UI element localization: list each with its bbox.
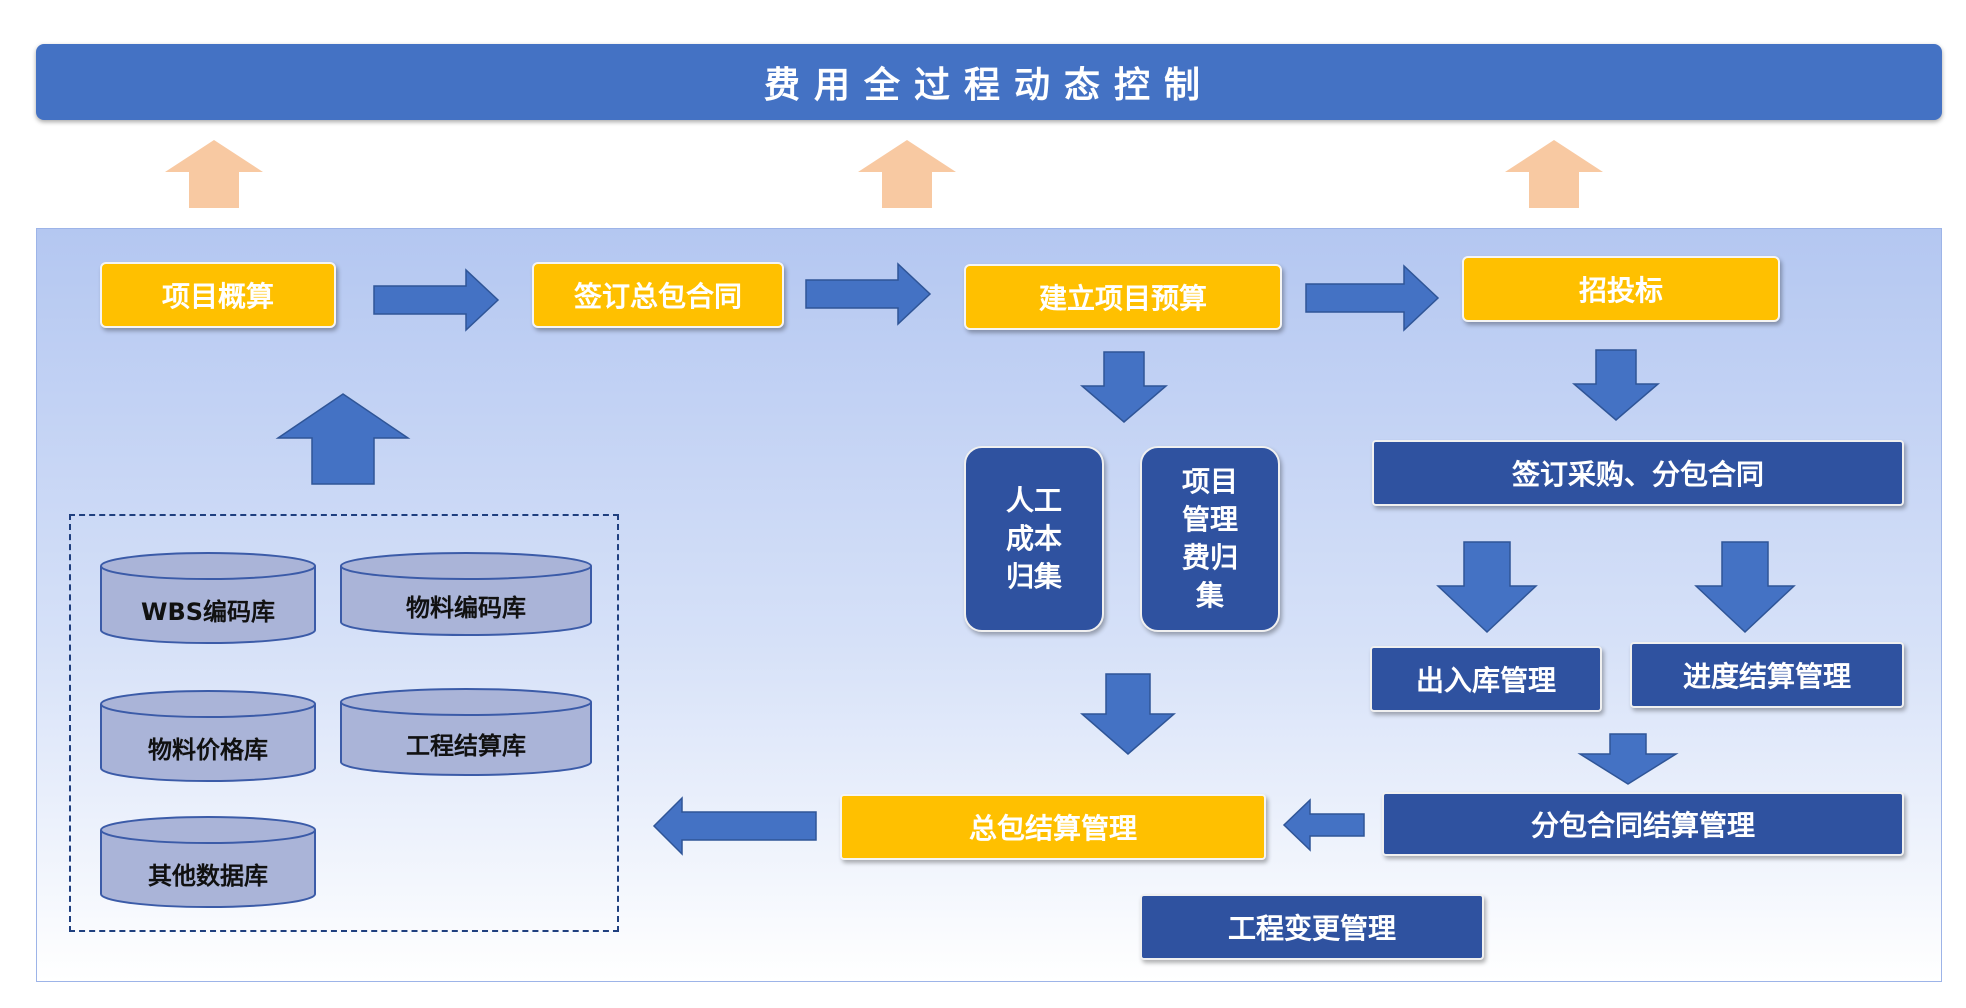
material-price-database-label: 物料价格库 bbox=[148, 735, 268, 764]
right-arrow-icon bbox=[373, 268, 500, 332]
other-database: 其他数据库 bbox=[100, 816, 316, 908]
progress-settlement-box: 进度结算管理 bbox=[1630, 642, 1904, 708]
project-budget-box: 建立项目预算 bbox=[964, 264, 1282, 330]
left-arrow-icon bbox=[1282, 798, 1365, 852]
bidding-box: 招投标 bbox=[1462, 256, 1780, 322]
material-code-database-label: 物料编码库 bbox=[406, 593, 526, 622]
wbs-database-label: WBS编码库 bbox=[140, 597, 276, 626]
material-code-database: 物料编码库 bbox=[340, 552, 592, 636]
down-arrow-icon bbox=[1694, 541, 1796, 634]
up-arrow-icon bbox=[165, 140, 263, 208]
left-arrow-icon bbox=[652, 796, 817, 856]
up-arrow-icon bbox=[1505, 140, 1603, 208]
down-arrow-icon bbox=[1079, 673, 1177, 755]
down-arrow-icon bbox=[1571, 349, 1661, 421]
change-mgmt-box: 工程变更管理 bbox=[1140, 894, 1484, 960]
down-arrow-icon bbox=[1079, 351, 1169, 423]
settlement-database: 工程结算库 bbox=[340, 688, 592, 776]
down-arrow-icon bbox=[1577, 733, 1679, 785]
sign-procurement-box: 签订采购、分包合同 bbox=[1372, 440, 1904, 506]
labor-cost-box: 人工 成本 归集 bbox=[964, 446, 1104, 632]
right-arrow-icon bbox=[1305, 264, 1440, 332]
settlement-database-label: 工程结算库 bbox=[406, 731, 526, 760]
general-settlement-box: 总包结算管理 bbox=[840, 794, 1266, 860]
wbs-database: WBS编码库 bbox=[100, 552, 316, 644]
up-arrow-icon bbox=[858, 140, 956, 208]
material-price-database: 物料价格库 bbox=[100, 690, 316, 782]
page-title: 费用全过程动态控制 bbox=[36, 44, 1942, 120]
down-arrow-icon bbox=[1436, 541, 1538, 634]
warehouse-box: 出入库管理 bbox=[1370, 646, 1602, 712]
database-group bbox=[69, 514, 619, 932]
right-arrow-icon bbox=[805, 262, 932, 326]
subcontract-settlement-box: 分包合同结算管理 bbox=[1382, 792, 1904, 856]
mgmt-fee-box: 项目 管理 费归 集 bbox=[1140, 446, 1280, 632]
up-arrow-icon bbox=[275, 393, 411, 485]
project-estimate-box: 项目概算 bbox=[100, 262, 336, 328]
other-database-label: 其他数据库 bbox=[148, 861, 268, 890]
sign-general-contract-box: 签订总包合同 bbox=[532, 262, 784, 328]
